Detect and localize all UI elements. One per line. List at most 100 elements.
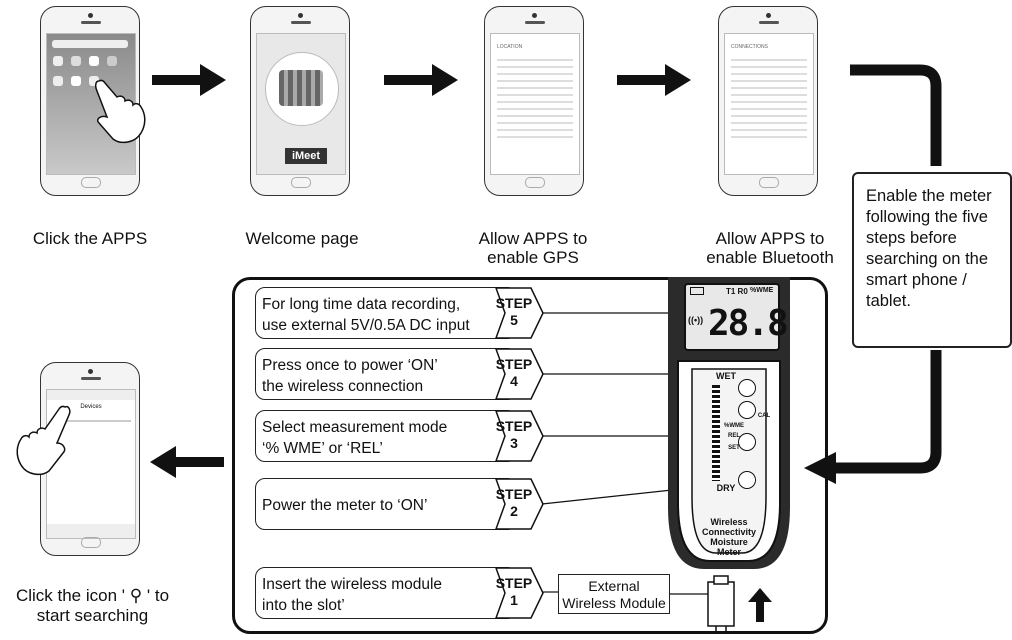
meter-name-line3: Moisture: [710, 537, 748, 547]
step-4-line2: the wireless connection: [262, 378, 424, 395]
label-dry: DRY: [716, 483, 736, 493]
step-word: STEP: [495, 418, 533, 434]
meter-name-line1: Wireless: [710, 517, 748, 527]
speaker: [81, 21, 101, 24]
imeet-app-icon[interactable]: [89, 76, 99, 86]
speaker: [759, 21, 779, 24]
meter-name-line4: Meter: [716, 547, 741, 557]
step-4-line1: Press once to power ‘ON’: [262, 357, 438, 374]
speaker: [525, 21, 545, 24]
step-number: 5: [510, 312, 518, 328]
phone-welcome: iMeet: [250, 6, 350, 196]
phone-devices: Devices: [16, 362, 140, 556]
step-4-box: Press once to power ‘ON’ the wireless con…: [255, 348, 517, 400]
app-icon: [53, 76, 63, 86]
label-cal: CAL: [757, 413, 771, 419]
moisture-meter: T1 R0 %WME ((•)) 28.8 WET DRY CAL %WME R…: [664, 277, 794, 573]
hand-pointer-icon: [16, 405, 71, 476]
label-wet: WET: [716, 371, 736, 381]
home-button: [759, 177, 779, 188]
wireless-power-button[interactable]: [738, 379, 756, 397]
camera: [298, 13, 303, 18]
caption-click-icon: Click the icon ' ⚲ ' to: [15, 586, 170, 605]
wireless-signal-icon: ((•)): [688, 315, 704, 325]
step-5-box: For long time data recording, use externa…: [255, 287, 517, 339]
wireless-button[interactable]: [738, 401, 756, 419]
arrow-right-icon: [152, 64, 226, 96]
connector-arrow-icon: [804, 64, 942, 484]
device-row: [51, 420, 131, 422]
module-connector-line: [670, 593, 712, 595]
meter-display: T1 R0 %WME ((•)) 28.8: [684, 283, 789, 351]
label-set: SET: [728, 445, 740, 451]
arrow-left-icon: [150, 446, 224, 478]
label-rel: %WME REL: [724, 423, 744, 439]
side-note-box: Enable the meter following the five step…: [852, 172, 1012, 348]
app-icon: [71, 56, 81, 66]
screen-title: CONNECTIONS: [731, 44, 768, 50]
step-word: STEP: [495, 356, 533, 372]
home-button: [291, 177, 311, 188]
step-1-line1: Insert the wireless module: [262, 576, 443, 593]
app-icon: [89, 56, 99, 66]
home-button: [525, 177, 545, 188]
phone-apps: [40, 6, 146, 196]
phone-bluetooth: CONNECTIONS: [718, 6, 818, 196]
power-button[interactable]: [738, 471, 756, 489]
step-number: 3: [510, 435, 518, 451]
display-unit: %WME: [750, 287, 774, 294]
step-3-line1: Select measurement mode: [262, 419, 448, 436]
display-mode: T1 R0: [726, 287, 748, 296]
arrow-right-icon: [617, 64, 691, 96]
arrow-up-icon: [748, 588, 772, 622]
location-screen: LOCATION: [490, 33, 580, 175]
app-icon: [71, 76, 81, 86]
bottom-nav: [47, 524, 135, 538]
connections-screen: CONNECTIONS: [724, 33, 814, 175]
app-icon: [53, 56, 63, 66]
home-button: [81, 177, 101, 188]
caption-allow-gps: Allow APPS to enable GPS: [478, 229, 588, 267]
screen-title: Devices: [80, 404, 102, 410]
step-badge-shape: [495, 410, 544, 462]
caption-start-searching: start searching: [36, 606, 149, 625]
mode-button[interactable]: [738, 433, 756, 451]
meter-name-line2: Connectivity: [701, 527, 756, 537]
external-module-box: External Wireless Module: [558, 574, 670, 614]
step-word: STEP: [495, 486, 533, 502]
brand-logo: iMeet: [285, 148, 327, 164]
caption-click-apps: Click the APPS: [32, 229, 148, 248]
camera: [88, 13, 93, 18]
step-number: 1: [510, 592, 518, 608]
camera: [766, 13, 771, 18]
camera: [532, 13, 537, 18]
step-number: 2: [510, 503, 518, 519]
wireless-module-icon: [707, 575, 735, 634]
phone-gps: LOCATION: [484, 6, 584, 196]
step-word: STEP: [495, 575, 533, 591]
meters-image: [279, 70, 323, 106]
display-reading: 28.8: [708, 303, 789, 344]
arrow-right-icon: [384, 64, 458, 96]
step-5-line1: For long time data recording,: [262, 296, 461, 313]
home-button: [81, 537, 101, 548]
step-3-line2: ‘% WME’ or ‘REL’: [262, 440, 383, 457]
caption-allow-bluetooth: Allow APPS to enable Bluetooth: [706, 229, 834, 267]
search-bar: [52, 40, 128, 48]
meter-name: Wireless Connectivity Moisture Meter: [694, 517, 764, 557]
step-2-box: Power the meter to ‘ON’: [255, 478, 517, 530]
step-badge-shape: [495, 348, 544, 400]
step-5-line2: use external 5V/0.5A DC input: [262, 317, 470, 334]
screen-title: LOCATION: [497, 44, 523, 50]
step-2-line1: Power the meter to ‘ON’: [262, 497, 428, 514]
instructions-frame: [232, 277, 828, 634]
step-badge-shape: [495, 287, 544, 339]
external-module-line2: Wireless Module: [562, 595, 666, 611]
battery-icon: [690, 287, 704, 295]
